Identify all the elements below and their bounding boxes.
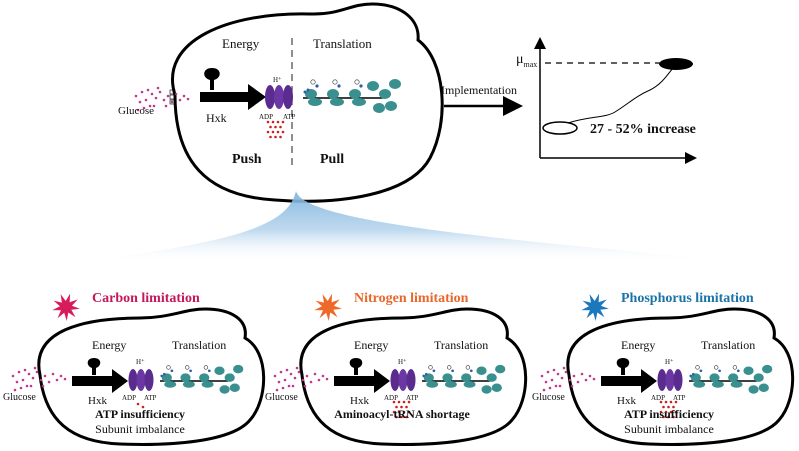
atp-label: ATP xyxy=(283,113,296,121)
push-label: Push xyxy=(232,152,262,167)
limitation-title: Nitrogen limitation xyxy=(354,291,469,306)
translation-label: Translation xyxy=(701,338,755,352)
cell-membrane xyxy=(37,307,266,446)
hxk-enzyme-icon xyxy=(349,358,363,375)
translation-machinery xyxy=(160,364,244,394)
baseline-growth-marker xyxy=(542,121,578,135)
effect-secondary-label: Subunit imbalance xyxy=(95,422,185,436)
adp-label: ADP xyxy=(651,394,665,402)
hxk-enzyme-icon xyxy=(87,358,101,375)
glucose-dots xyxy=(134,86,190,112)
atp-label: ATP xyxy=(144,394,157,402)
atp-dots xyxy=(136,402,145,409)
glucose-dots xyxy=(273,366,329,392)
push-arrow xyxy=(200,84,266,110)
glucose-dots xyxy=(540,366,596,392)
glucose-label: Glucose xyxy=(532,392,565,403)
energy-label: Energy xyxy=(354,338,388,352)
growth-plot: μmax 27 - 52% increase xyxy=(516,37,697,164)
translation-label: Translation xyxy=(434,338,488,352)
glucose-label: Glucose xyxy=(118,105,154,117)
hxk-enzyme-icon xyxy=(204,68,220,90)
proton-label: H⁺ xyxy=(273,76,282,84)
adp-label: ADP xyxy=(384,394,398,402)
energy-label: Energy xyxy=(222,36,260,51)
atp-synthase-icon xyxy=(657,369,683,391)
improved-growth-marker xyxy=(659,58,693,70)
effect-primary-label: ATP insufficiency xyxy=(624,407,714,421)
atp-dots xyxy=(266,120,285,139)
mu-max-label: μmax xyxy=(516,52,537,69)
hxk-enzyme-icon xyxy=(616,358,630,375)
atp-synthase-icon xyxy=(128,369,154,391)
translation-label: Translation xyxy=(172,338,226,352)
pull-label: Pull xyxy=(320,152,344,167)
adp-label: ADP xyxy=(259,113,273,121)
atp-synthase-icon xyxy=(390,369,416,391)
cell-membrane xyxy=(299,307,528,446)
increase-label: 27 - 52% increase xyxy=(590,122,696,137)
translation-machinery xyxy=(303,79,401,113)
growth-trajectory xyxy=(567,67,674,124)
atp-synthase-icon xyxy=(265,85,293,109)
membrane-transporter xyxy=(169,89,176,105)
translation-label: Translation xyxy=(313,36,372,51)
hxk-label: Hxk xyxy=(350,395,369,407)
translation-machinery xyxy=(689,364,773,394)
limitation-title: Phosphorus limitation xyxy=(621,291,754,306)
limitation-title: Carbon limitation xyxy=(92,291,200,306)
cell-membrane xyxy=(566,307,795,446)
limitation-burst-icon xyxy=(581,293,609,321)
atp-label: ATP xyxy=(406,394,419,402)
effect-primary-label: ATP insufficiency xyxy=(95,407,185,421)
expansion-fan xyxy=(75,191,745,262)
energy-label: Energy xyxy=(621,338,655,352)
proton-label: H⁺ xyxy=(136,358,145,366)
effect-primary-label: Aminoacyl-tRNA shortage xyxy=(334,407,470,421)
implementation-arrow: Implementation xyxy=(441,83,523,116)
atp-label: ATP xyxy=(673,394,686,402)
hxk-label: Hxk xyxy=(88,395,107,407)
atp-dots xyxy=(392,400,411,419)
limitation-burst-icon xyxy=(314,293,342,321)
push-arrow xyxy=(601,369,657,393)
push-arrow xyxy=(72,369,128,393)
energy-label: Energy xyxy=(92,338,126,352)
adp-label: ADP xyxy=(122,394,136,402)
top-cell: Energy Translation Glucose Hxk H⁺ ADP AT… xyxy=(118,2,444,203)
glucose-dots xyxy=(11,366,67,392)
push-arrow xyxy=(334,369,390,393)
limitation-burst-icon xyxy=(52,293,80,321)
hxk-label: Hxk xyxy=(206,111,227,125)
glucose-label: Glucose xyxy=(265,392,298,403)
atp-dots xyxy=(659,400,678,419)
translation-machinery xyxy=(422,364,506,394)
effect-secondary-label: Subunit imbalance xyxy=(624,422,714,436)
proton-label: H⁺ xyxy=(398,358,407,366)
hxk-label: Hxk xyxy=(617,395,636,407)
proton-label: H⁺ xyxy=(665,358,674,366)
glucose-label: Glucose xyxy=(3,392,36,403)
cell-membrane xyxy=(171,2,444,203)
implementation-label: Implementation xyxy=(441,83,517,97)
